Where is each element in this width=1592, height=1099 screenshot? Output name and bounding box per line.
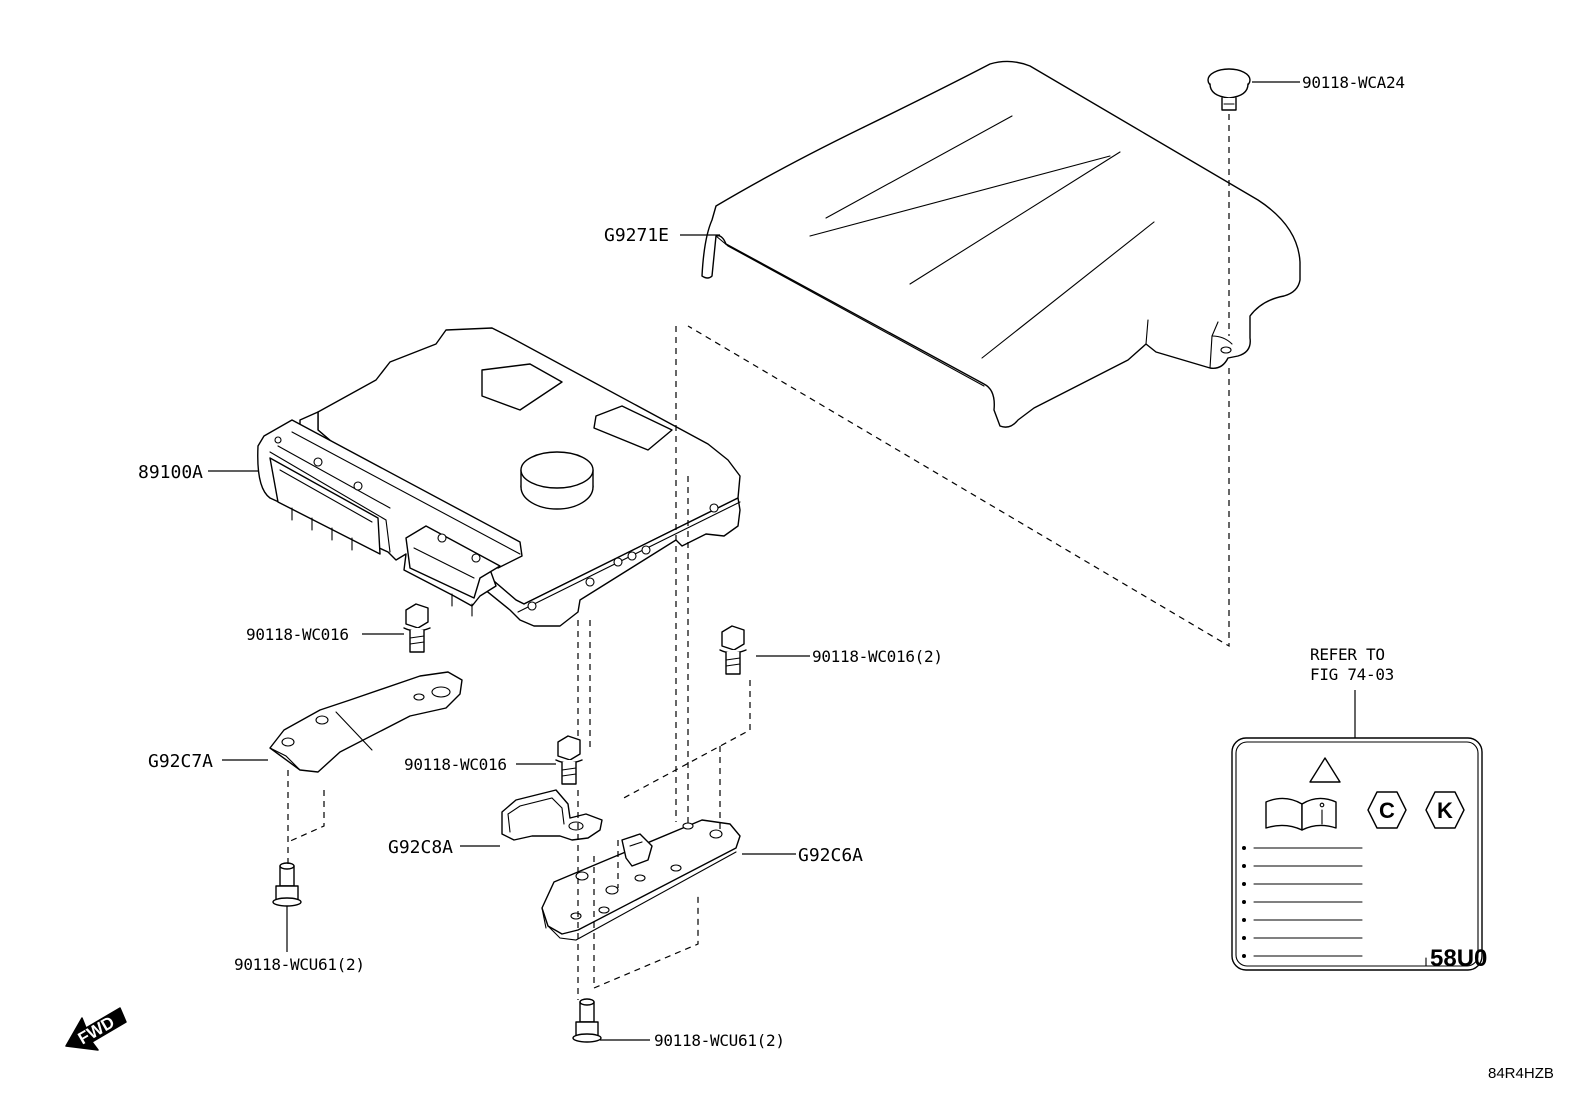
assembly-lines [287, 114, 1230, 1000]
k-badge: K [1437, 798, 1453, 823]
callout-ecu-bolt: 90118-WC016 [246, 625, 349, 644]
callout-bracket-plate: G92C6A [798, 845, 863, 866]
bottom-stud [572, 998, 602, 1043]
warning-label: C K 58U0 [1231, 737, 1487, 972]
caution-hexagon: C [1367, 791, 1407, 829]
engine-cover [701, 60, 1301, 428]
callout-left-stud: 90118-WCU61(2) [234, 955, 365, 974]
left-bracket [269, 671, 463, 773]
callout-bracket-bolt-pair: 90118-WC016(2) [812, 647, 943, 666]
bracket-bolt-pair [719, 625, 747, 675]
caution-badge: C [1379, 798, 1395, 823]
center-bolt [555, 735, 583, 785]
ecu-unit [257, 327, 741, 627]
callout-cover: G9271E [604, 225, 669, 246]
reference-line-1: REFER TO [1310, 645, 1385, 664]
callout-clamp: G92C8A [388, 837, 453, 858]
cover-clip [1207, 68, 1251, 111]
label-number: 58U0 [1430, 945, 1487, 972]
callout-left-bracket: G92C7A [148, 751, 213, 772]
callout-ecu: 89100A [138, 462, 203, 483]
callout-center-bolt: 90118-WC016 [404, 755, 507, 774]
k-hexagon: K [1425, 791, 1465, 829]
fwd-label: FWD [75, 1013, 118, 1049]
callout-bottom-stud: 90118-WCU61(2) [654, 1031, 785, 1050]
ecu-bolt [403, 603, 431, 653]
manual-book-icon [1265, 797, 1337, 831]
clamp [501, 789, 603, 841]
left-stud [272, 862, 302, 907]
warning-triangle-icon [1309, 757, 1341, 783]
callout-cover-clip: 90118-WCA24 [1302, 73, 1405, 92]
reference-line-2: FIG 74-03 [1310, 665, 1394, 684]
diagram-code: 84R4HZB [1488, 1065, 1554, 1082]
label-text-lines [1242, 846, 1363, 958]
leader-lines [208, 81, 1356, 1041]
bracket-plate [541, 819, 741, 941]
fwd-arrow-icon: FWD [65, 1007, 127, 1051]
